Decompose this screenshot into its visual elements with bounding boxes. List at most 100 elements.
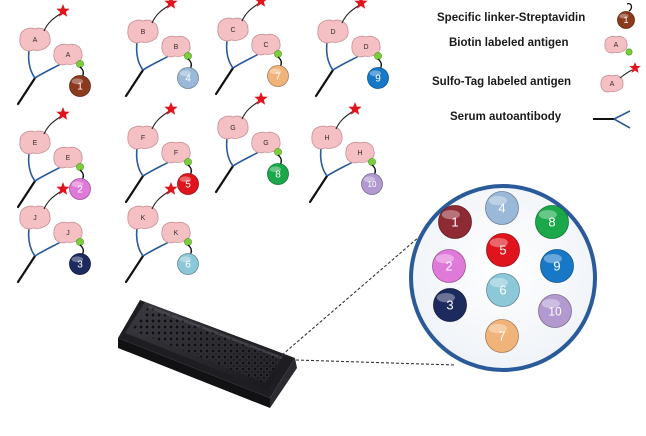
antigen-letter: K (141, 215, 146, 222)
antibody-arm-lower (613, 118, 631, 129)
antigen-letter: H (324, 135, 329, 142)
bead-highlight (488, 323, 507, 334)
antigen-sulfotag (217, 115, 249, 140)
bead-circle (538, 294, 572, 328)
antigen-biotin (53, 146, 83, 169)
bead-highlight (71, 78, 84, 85)
antigen-sulfotag (217, 17, 249, 42)
antigen-sulfotag (19, 205, 51, 230)
antigen-letter: B (174, 44, 179, 51)
antigen-shape (600, 75, 624, 93)
antibody-stem (16, 76, 37, 106)
bead-1: 1 (69, 75, 91, 97)
bead-highlight (369, 70, 382, 77)
well-bead-7: 7 (485, 319, 519, 353)
antigen-sulfotag (19, 130, 51, 155)
complex-f: FF5 (124, 102, 199, 204)
bead-highlight (489, 237, 508, 248)
sulfotag-star (56, 4, 70, 17)
antigen-letter: F (141, 135, 145, 142)
antigen-letter: A (610, 81, 615, 88)
legend-label-autoantibody: Serum autoantibody (450, 111, 562, 123)
antigen-shape (604, 36, 628, 54)
streptavidin-dot (184, 158, 192, 166)
legend-label-biotin-antigen: Biotin labeled antigen (449, 37, 569, 49)
antigen-sulfotag (127, 125, 159, 150)
bead-number: 9 (553, 259, 560, 274)
bead-number: 5 (499, 243, 506, 258)
well-bead-8: 8 (535, 205, 569, 239)
bead-circle (540, 249, 574, 283)
well-bead-6: 6 (486, 273, 520, 307)
bead-number: 8 (275, 170, 281, 181)
bead-3: 3 (69, 253, 91, 275)
legend-graphics: 1A A (593, 3, 641, 129)
antibody-stem (124, 254, 145, 284)
sulfotag-linker (151, 191, 169, 210)
streptavidin-dot (76, 163, 84, 171)
bead-number: 8 (548, 215, 555, 230)
bead-circle (367, 67, 389, 89)
antigen-letter: A (614, 42, 619, 49)
sulfotag-linker (151, 111, 169, 130)
streptavidin-dot (76, 238, 84, 246)
bead-number: 7 (275, 72, 281, 83)
sulfotag-linker (241, 101, 259, 120)
bead-number: 10 (368, 180, 377, 189)
bead-number: 3 (77, 260, 83, 271)
bead-highlight (179, 176, 192, 183)
sulfotag-star (164, 182, 178, 195)
bead-circle (486, 273, 520, 307)
streptavidin-dot (368, 158, 376, 166)
bead-7: 7 (267, 65, 289, 87)
bead-circle (177, 253, 199, 275)
streptavidin-dot (184, 238, 192, 246)
bead-6: 6 (177, 253, 199, 275)
bead-4: 4 (177, 67, 199, 89)
sulfotag-linker (241, 3, 259, 22)
antigen-letter: H (357, 150, 362, 157)
sulfotag-star (164, 0, 178, 9)
sulfotag-linker (619, 69, 633, 79)
antigen-letter: D (363, 44, 368, 51)
antigen-letter: F (174, 150, 178, 157)
bead-highlight (441, 209, 460, 220)
bead-highlight (71, 256, 84, 263)
bead-highlight (179, 70, 192, 77)
streptavidin-dot (274, 148, 282, 156)
antigen-letter: C (263, 42, 268, 49)
legend-sulfotag-antigen: A (600, 62, 641, 93)
bead-number: 2 (77, 185, 83, 196)
complex-g: GG8 (214, 92, 289, 194)
sulfotag-linker (335, 111, 353, 130)
antigen-biotin (161, 35, 191, 58)
sulfotag-linker (43, 13, 61, 32)
antigen-biotin (161, 141, 191, 164)
bead-highlight (363, 176, 376, 183)
antigen-biotin (251, 33, 281, 56)
antibody-stem (308, 174, 329, 204)
bead-circle (361, 173, 383, 195)
bead-highlight (541, 298, 560, 309)
bead-circle (177, 173, 199, 195)
microplate (118, 300, 297, 408)
well-bead-1: 1 (438, 205, 472, 239)
bead-highlight (436, 292, 455, 303)
antigen-letter: A (66, 52, 71, 59)
well-bead-10: 10 (538, 294, 572, 328)
antigen-sulfotag (19, 27, 51, 52)
antibody-arm-upper (613, 110, 631, 120)
antigen-letter: K (174, 230, 179, 237)
complex-h: H H 10 (308, 102, 383, 204)
sulfotag-linker (43, 191, 61, 210)
complex-c: CC7 (214, 0, 289, 96)
bead-number: 4 (185, 74, 191, 85)
well-bead-3: 3 (433, 288, 467, 322)
legend-label-linker: Specific linker-Streptavidin (437, 12, 586, 24)
complex-d: DD9 (314, 0, 389, 98)
bead-9: 9 (367, 67, 389, 89)
legend-bead-1: 1 (617, 11, 635, 29)
